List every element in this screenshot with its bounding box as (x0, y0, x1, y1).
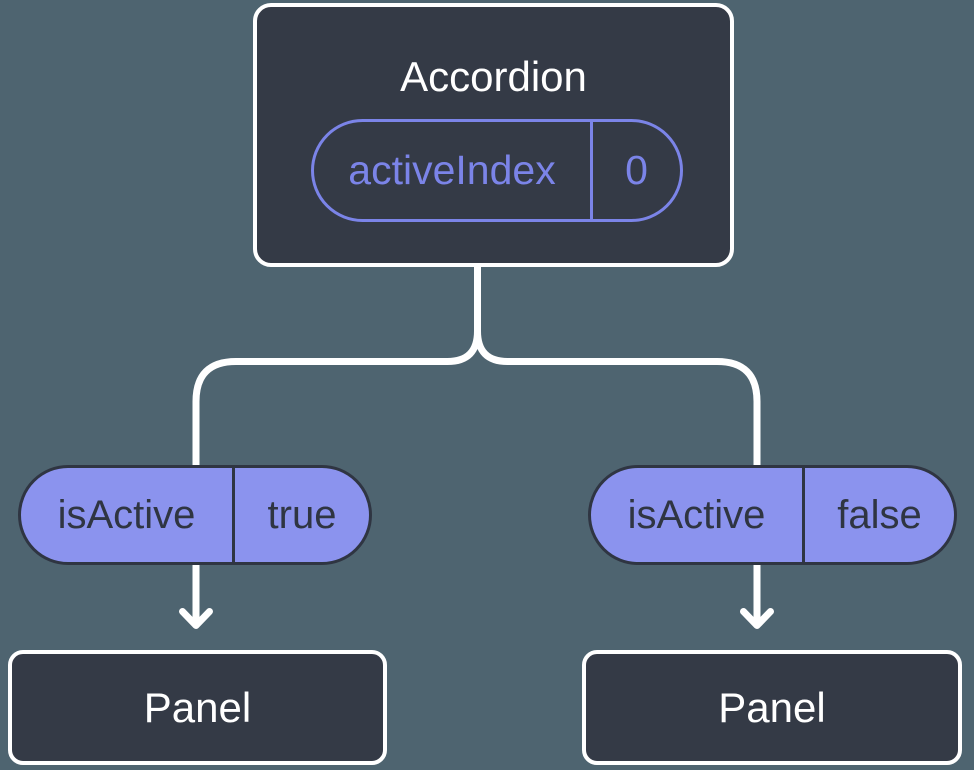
arrow-down-left-icon (179, 608, 213, 629)
state-pill: activeIndex 0 (311, 119, 683, 222)
panel-component-node-right: Panel (582, 650, 962, 765)
panel-node-label: Panel (718, 683, 826, 731)
panel-component-node-left: Panel (8, 650, 387, 765)
prop-value: true (267, 492, 337, 537)
arrow-down-right-icon (740, 608, 774, 629)
prop-pill-isactive-false: isActive false (588, 465, 957, 565)
prop-name: isActive (21, 468, 235, 562)
panel-node-label: Panel (143, 683, 252, 731)
state-value: 0 (625, 147, 648, 193)
state-name: activeIndex (314, 122, 593, 219)
prop-value: false (837, 492, 922, 537)
prop-pill-isactive-true: isActive true (18, 465, 372, 565)
accordion-component-node: Accordion activeIndex 0 (253, 3, 734, 267)
prop-name: isActive (591, 468, 805, 562)
accordion-node-label: Accordion (400, 53, 587, 100)
